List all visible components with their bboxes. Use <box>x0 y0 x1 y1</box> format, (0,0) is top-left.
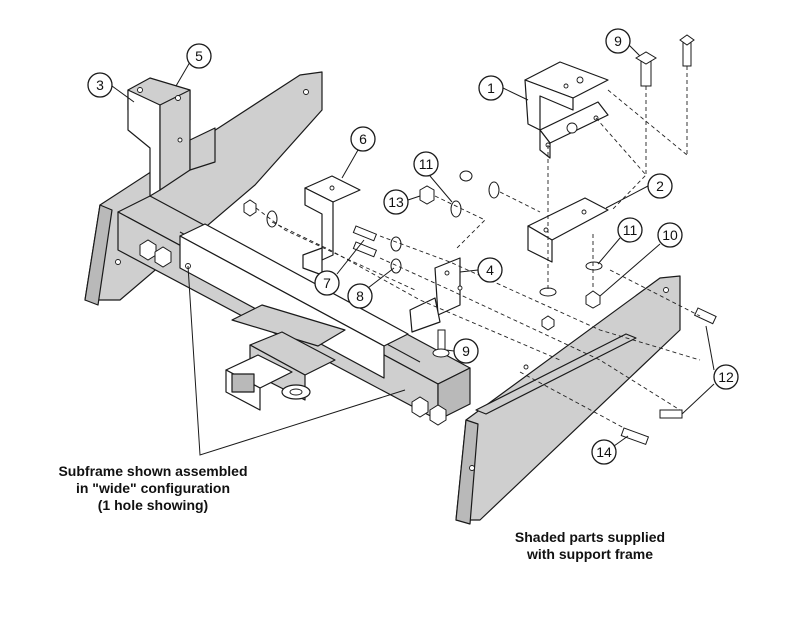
svg-text:8: 8 <box>356 288 364 304</box>
svg-text:2: 2 <box>656 178 664 194</box>
shaded-parts-note: Shaded parts supplied with support frame <box>470 529 710 563</box>
callout-2: 2 <box>605 173 673 209</box>
svg-text:9: 9 <box>614 33 622 49</box>
svg-text:5: 5 <box>195 48 203 64</box>
left-tube-bolts <box>139 239 172 268</box>
callout-4: 4 <box>459 257 503 283</box>
callout-5: 5 <box>175 43 212 87</box>
svg-text:3: 3 <box>96 77 104 93</box>
svg-text:13: 13 <box>388 194 404 210</box>
hardware <box>243 34 717 446</box>
svg-text:6: 6 <box>359 131 367 147</box>
bracket-4 <box>409 257 463 333</box>
svg-text:11: 11 <box>623 222 638 238</box>
callout-1: 1 <box>478 75 529 101</box>
bracket-6 <box>302 175 361 276</box>
right-tube-bolts <box>411 396 447 426</box>
svg-text:12: 12 <box>718 369 734 385</box>
svg-text:4: 4 <box>486 262 494 278</box>
callout-8: 8 <box>347 267 395 309</box>
callout-11-right: 11 <box>597 217 643 265</box>
shaded-parts-note-line-2: with support frame <box>526 546 653 562</box>
bracket-1 <box>524 61 609 159</box>
subframe-note-line-2: in "wide" configuration <box>75 480 231 496</box>
svg-text:1: 1 <box>487 80 495 96</box>
assembly-lines <box>255 66 701 429</box>
subframe-note: Subframe shown assembled in "wide" confi… <box>18 463 288 514</box>
callout-14: 14 <box>591 435 629 465</box>
callout-11-left: 11 <box>413 151 453 203</box>
svg-text:10: 10 <box>662 227 678 243</box>
callout-9-bottom: 9 <box>445 338 479 364</box>
svg-text:7: 7 <box>323 275 331 291</box>
callout-7: 7 <box>314 239 365 296</box>
subframe-note-line-1: Subframe shown assembled <box>58 463 248 479</box>
callout-9-top: 9 <box>605 28 641 57</box>
svg-text:14: 14 <box>596 444 612 460</box>
svg-text:11: 11 <box>419 156 434 172</box>
callout-13: 13 <box>383 189 421 215</box>
callout-12: 12 <box>681 325 739 415</box>
note-leaders <box>187 265 406 456</box>
shaded-parts-note-line-1: Shaded parts supplied <box>514 529 666 545</box>
bracket-2 <box>527 197 609 263</box>
bracket-3-5 <box>127 77 216 197</box>
callout-10: 10 <box>599 222 683 297</box>
callout-6: 6 <box>341 126 376 179</box>
receiver-box <box>225 304 346 411</box>
subframe-insert-tube <box>179 223 409 379</box>
callout-3: 3 <box>87 72 135 103</box>
right-side-plate <box>455 275 681 525</box>
subframe-note-line-3: (1 hole showing) <box>97 497 209 513</box>
svg-text:9: 9 <box>462 343 470 359</box>
